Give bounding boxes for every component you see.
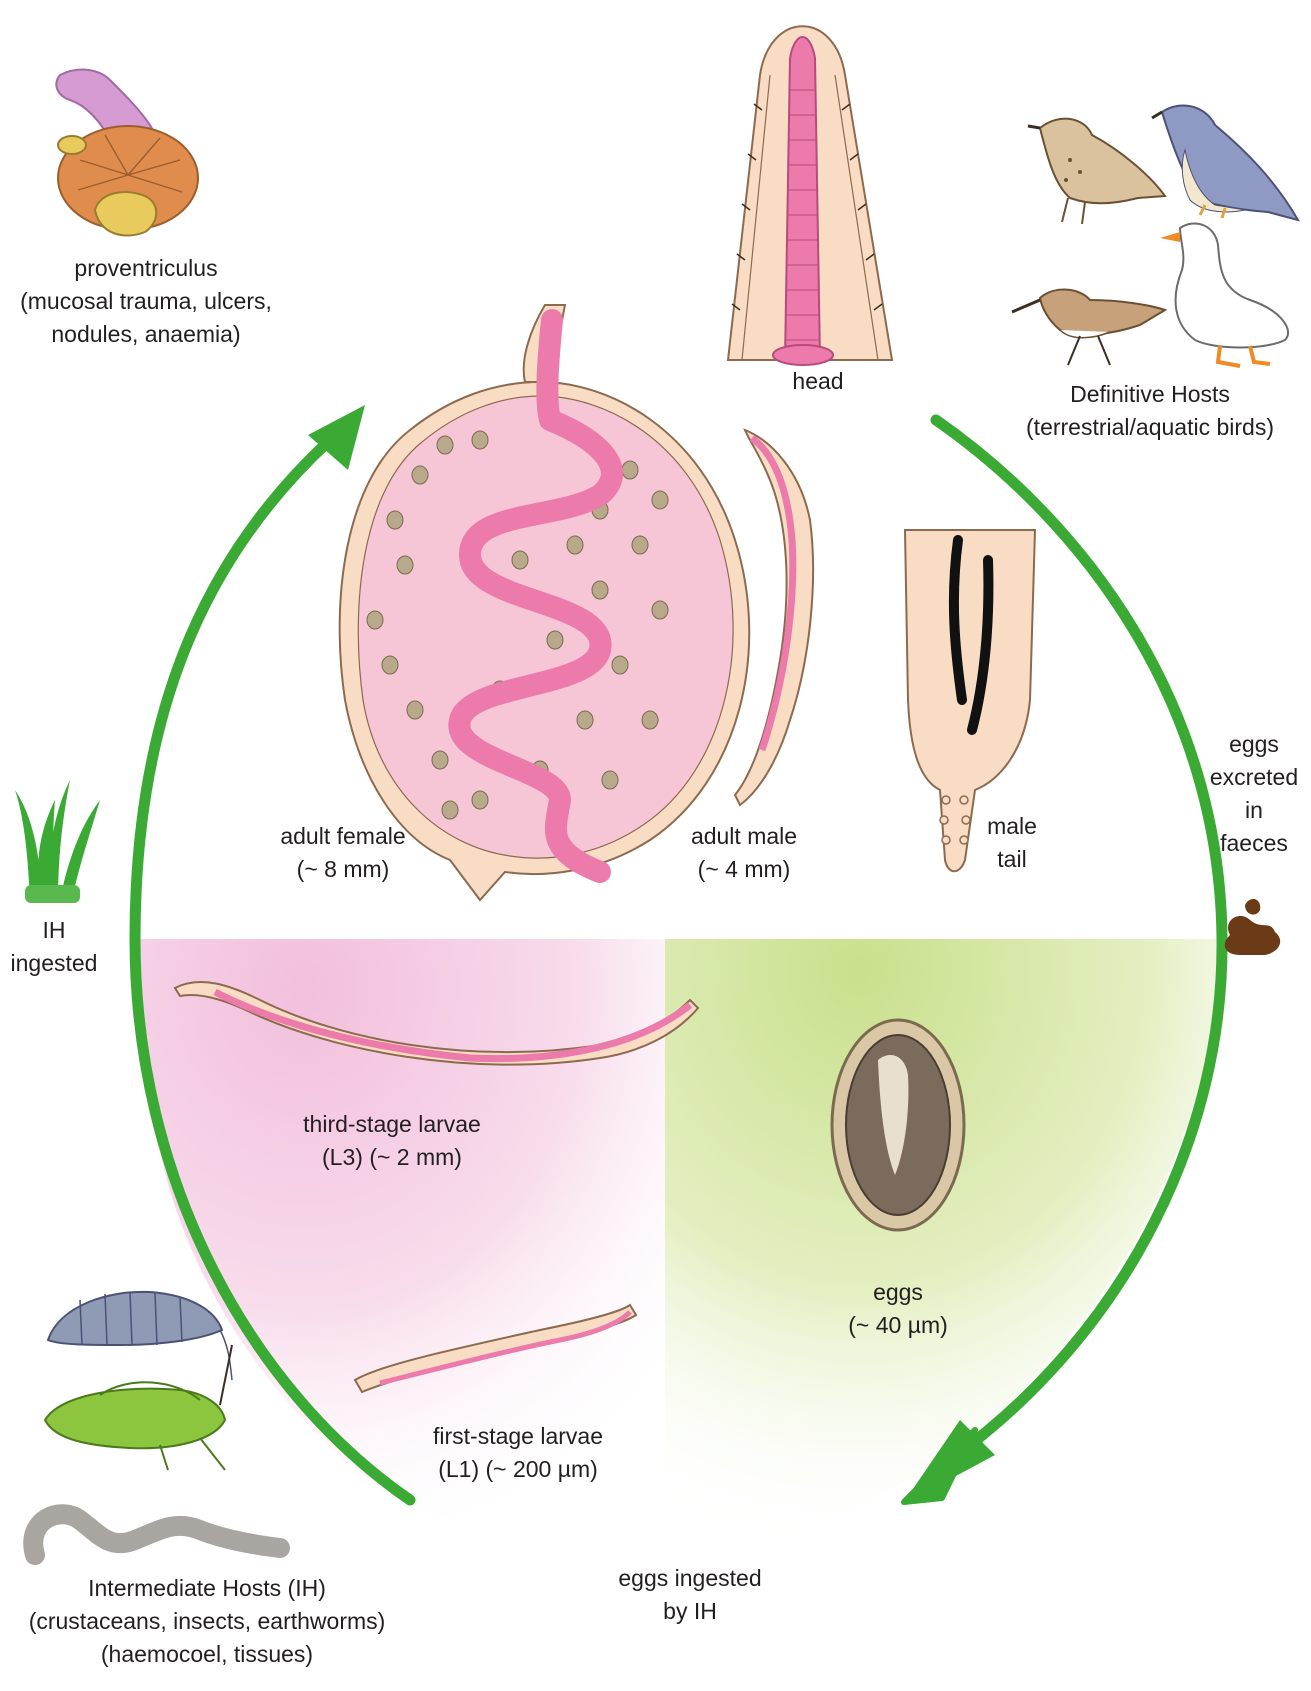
adult-female-drawing [340,305,750,900]
label-adult-male: adult male (~ 4 mm) [691,820,797,886]
adult-male-line-1: adult male [691,820,797,853]
bird-sandpiper-icon [1012,290,1165,365]
proventriculus-icon [56,70,198,236]
male-tail-line-2: tail [987,843,1037,876]
faeces-icon [1225,899,1280,955]
crustacean-icon [48,1292,232,1380]
intermediate-hosts-line-1: Intermediate Hosts (IH) [29,1572,386,1605]
proventriculus-line-1: proventriculus [20,252,272,285]
egg-drawing [832,1020,964,1230]
label-ih-ingested: IH ingested [11,914,98,980]
ih-ingested-line-2: ingested [11,947,98,980]
ih-ingested-line-1: IH [11,914,98,947]
head-drawing [728,26,892,365]
adult-male-line-2: (~ 4 mm) [691,853,797,886]
label-eggs-excreted: eggs excreted in faeces [1210,728,1298,860]
proventriculus-line-2: (mucosal trauma, ulcers, [20,285,272,318]
definitive-hosts-line-2: (terrestrial/aquatic birds) [1026,411,1274,444]
adult-female-line-2: (~ 8 mm) [280,853,405,886]
label-definitive-hosts: Definitive Hosts (terrestrial/aquatic bi… [1026,378,1274,444]
label-proventriculus: proventriculus (mucosal trauma, ulcers, … [20,252,272,351]
earthworm-icon [33,1514,280,1555]
bird-duck-icon [1160,223,1288,366]
eggs-excreted-line-4: faeces [1210,827,1298,860]
grass-icon [15,780,100,903]
adult-female-line-1: adult female [280,820,405,853]
label-third-stage-larvae: third-stage larvae (L3) (~ 2 mm) [303,1108,481,1174]
eggs-line-2: (~ 40 µm) [848,1309,948,1342]
third-stage-line-1: third-stage larvae [303,1108,481,1141]
intermediate-hosts-line-3: (haemocoel, tissues) [29,1638,386,1671]
eggs-excreted-line-1: eggs [1210,728,1298,761]
eggs-excreted-line-2: excreted [1210,761,1298,794]
bird-falcon-icon [1152,106,1298,220]
first-stage-line-2: (L1) (~ 200 µm) [433,1453,603,1486]
label-male-tail: male tail [987,810,1037,876]
label-eggs: eggs (~ 40 µm) [848,1276,948,1342]
eggs-ingested-line-2: by IH [618,1595,761,1628]
male-tail-line-1: male [987,810,1037,843]
third-stage-line-2: (L3) (~ 2 mm) [303,1141,481,1174]
label-intermediate-hosts: Intermediate Hosts (IH) (crustaceans, in… [29,1572,386,1671]
eggs-excreted-line-3: in [1210,794,1298,827]
bird-thrush-icon [1028,119,1165,224]
label-adult-female: adult female (~ 8 mm) [280,820,405,886]
label-head: head [792,365,843,398]
grasshopper-icon [45,1345,232,1470]
definitive-hosts-line-1: Definitive Hosts [1026,378,1274,411]
proventriculus-line-3: nodules, anaemia) [20,318,272,351]
label-first-stage-larvae: first-stage larvae (L1) (~ 200 µm) [433,1420,603,1486]
eggs-line-1: eggs [848,1276,948,1309]
eggs-ingested-line-1: eggs ingested [618,1562,761,1595]
head-line-1: head [792,365,843,398]
label-eggs-ingested: eggs ingested by IH [618,1562,761,1628]
intermediate-hosts-line-2: (crustaceans, insects, earthworms) [29,1605,386,1638]
first-stage-line-1: first-stage larvae [433,1420,603,1453]
